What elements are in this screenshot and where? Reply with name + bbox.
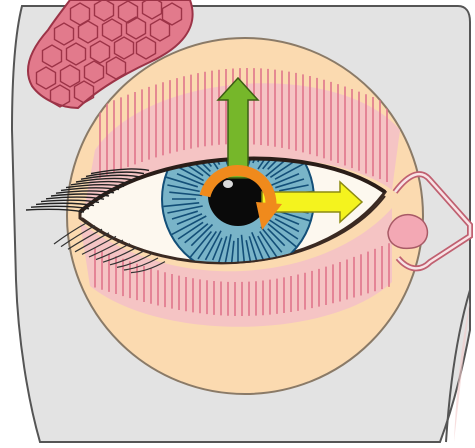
caruncle	[388, 215, 427, 249]
